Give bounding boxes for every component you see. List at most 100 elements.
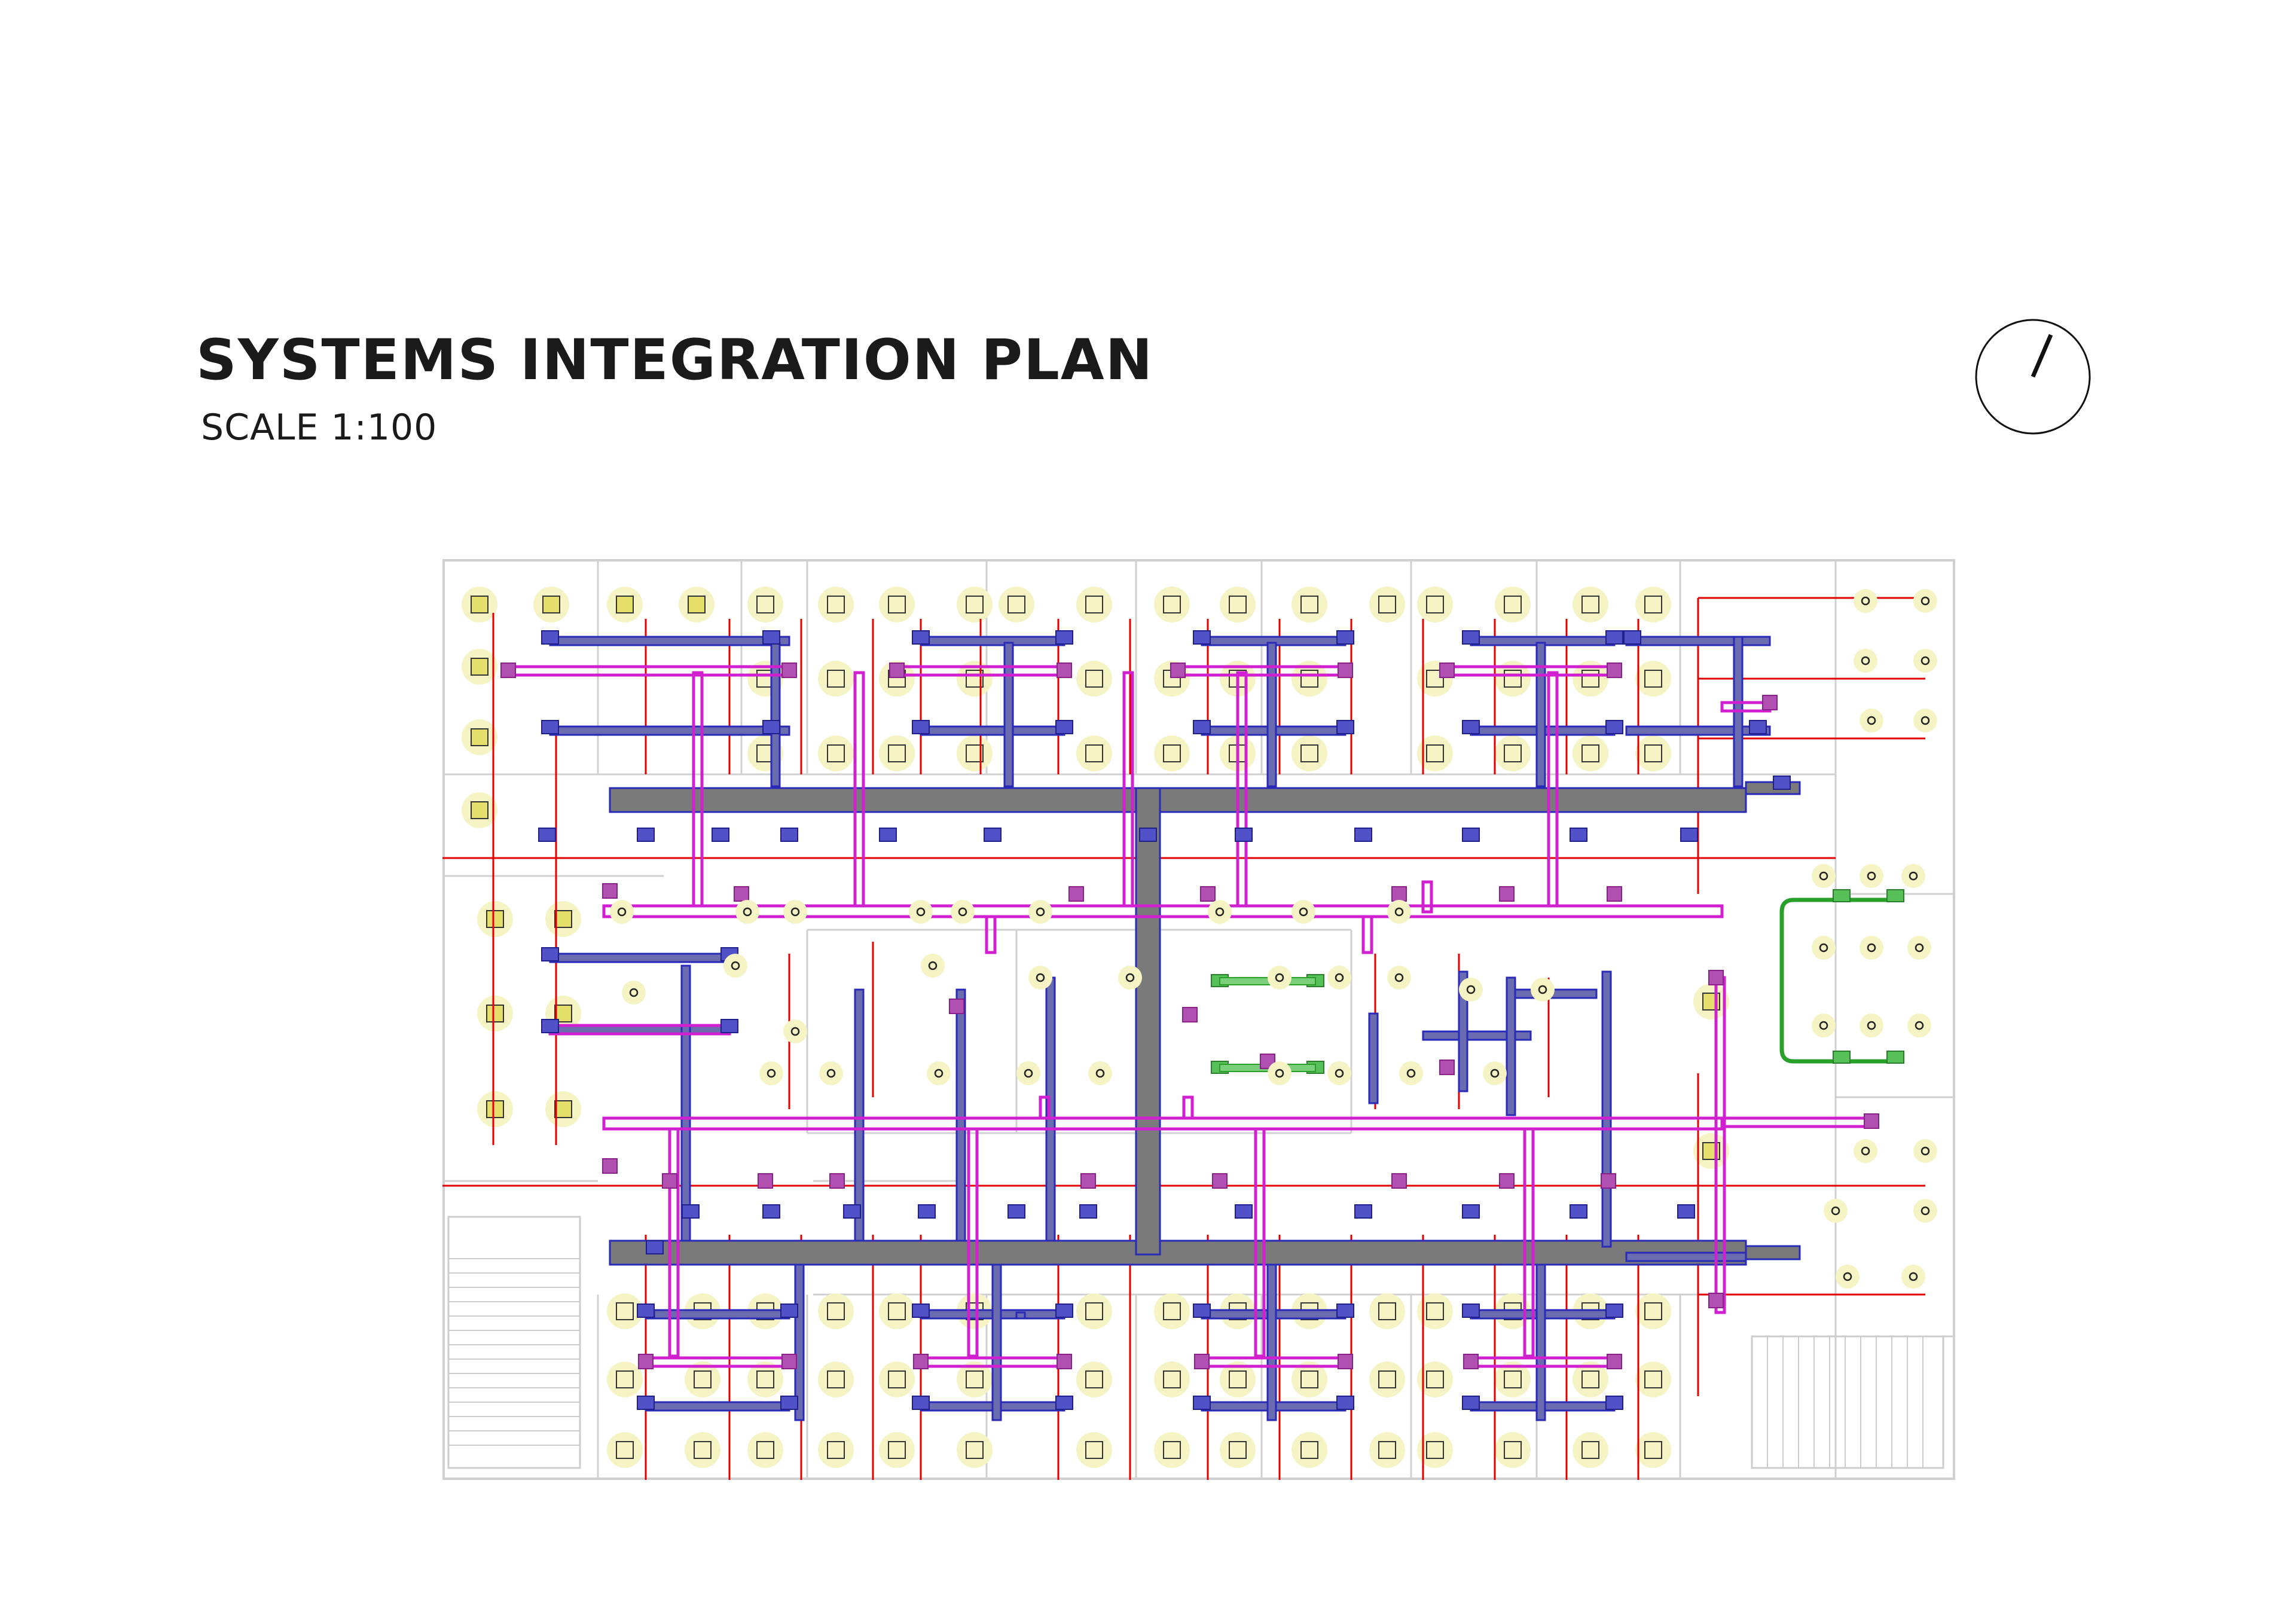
return-grille (1601, 1173, 1616, 1189)
device-halo (1860, 864, 1883, 888)
branch-duct (1266, 642, 1277, 787)
light-fixture (1085, 744, 1103, 762)
ceiling-device (1861, 596, 1870, 606)
light-fixture (827, 670, 845, 688)
ceiling-device (916, 907, 926, 917)
light-halo (747, 1432, 783, 1468)
ceiling-device (1819, 943, 1828, 953)
fan-coil-unit (1886, 1051, 1904, 1064)
light-fixture (827, 1302, 845, 1320)
return-duct (1547, 671, 1559, 908)
diffuser (1605, 1396, 1623, 1410)
device-halo (1901, 1265, 1925, 1289)
device-halo (1399, 1061, 1423, 1085)
light-fixture (471, 596, 488, 613)
device-halo (1860, 936, 1883, 960)
return-duct (1421, 880, 1433, 914)
return-grille (602, 883, 618, 899)
return-grille (1391, 1173, 1407, 1189)
ceiling-device (1915, 1021, 1924, 1030)
light-fixture (1378, 1441, 1396, 1459)
light-halo (1220, 1432, 1256, 1468)
light-halo (1369, 1362, 1405, 1397)
ceiling-device (1819, 1021, 1828, 1030)
diffuser (912, 1304, 930, 1318)
ceiling-device (1394, 973, 1404, 982)
ceiling-device (1909, 1272, 1918, 1281)
return-duct (602, 904, 1724, 918)
device-halo (735, 900, 759, 924)
return-grille (781, 1354, 797, 1369)
light-fixture (827, 596, 845, 613)
return-grille (1182, 1007, 1198, 1022)
ceiling-device (1036, 973, 1045, 982)
light-fixture (1163, 1370, 1181, 1388)
return-grille (602, 1158, 618, 1174)
return-grille (1708, 1293, 1724, 1308)
light-halo (818, 661, 854, 697)
light-fixture (756, 1441, 774, 1459)
diffuser (646, 1240, 664, 1254)
diffuser (912, 1396, 930, 1410)
light-fixture (1644, 596, 1662, 613)
diffuser (637, 1396, 655, 1410)
branch-duct (1506, 976, 1516, 1116)
return-grille (1200, 886, 1216, 902)
diffuser (1570, 1204, 1587, 1219)
branch-duct (854, 988, 865, 1242)
stair-right (1751, 1335, 1944, 1469)
light-fixture (542, 596, 560, 613)
diffuser (538, 828, 556, 842)
diffuser (1462, 1204, 1480, 1219)
return-grille (758, 1173, 773, 1189)
light-halo (1076, 735, 1112, 771)
light-fixture (888, 596, 906, 613)
branch-duct (1601, 970, 1612, 1248)
diffuser (1462, 1396, 1480, 1410)
ceiling-device (617, 907, 627, 917)
return-grille (1057, 1354, 1072, 1369)
light-fixture (471, 801, 488, 819)
diffuser (1055, 1304, 1073, 1318)
diffuser (912, 720, 930, 734)
branch-duct (1015, 1311, 1026, 1320)
light-halo (1154, 1293, 1190, 1329)
return-grille (949, 999, 964, 1014)
light-fixture (966, 744, 984, 762)
device-halo (1860, 709, 1883, 732)
light-halo (818, 1432, 854, 1468)
stair-left (447, 1216, 581, 1469)
light-fixture (1426, 1370, 1444, 1388)
branch-duct (955, 988, 966, 1242)
diffuser (843, 1204, 861, 1219)
device-halo (819, 1061, 843, 1085)
light-fixture (1300, 1441, 1318, 1459)
return-grille (1391, 886, 1407, 902)
light-fixture (616, 596, 634, 613)
return-duct (1236, 671, 1248, 908)
device-halo (1327, 966, 1351, 990)
light-fixture (694, 1441, 712, 1459)
north-arrow-icon (1975, 319, 2091, 435)
lighting-layer (462, 587, 1729, 1468)
return-grille (1499, 886, 1515, 902)
branch-duct (1625, 636, 1771, 646)
diffuser (1354, 828, 1372, 842)
return-grille (662, 1173, 677, 1189)
light-halo (1292, 587, 1327, 622)
return-grille (1499, 1173, 1515, 1189)
light-fixture (616, 1441, 634, 1459)
diffuser (912, 630, 930, 645)
light-fixture (827, 744, 845, 762)
ceiling-device (1538, 985, 1547, 994)
device-halo (1459, 978, 1483, 1002)
return-duct (853, 671, 865, 908)
diffuser (1193, 1396, 1211, 1410)
light-fixture (756, 1370, 774, 1388)
diffuser (762, 630, 780, 645)
light-fixture (486, 910, 504, 928)
device-halo (1531, 978, 1555, 1002)
light-halo (1635, 735, 1671, 771)
diffuser (1007, 1204, 1025, 1219)
light-fixture (1300, 670, 1318, 688)
